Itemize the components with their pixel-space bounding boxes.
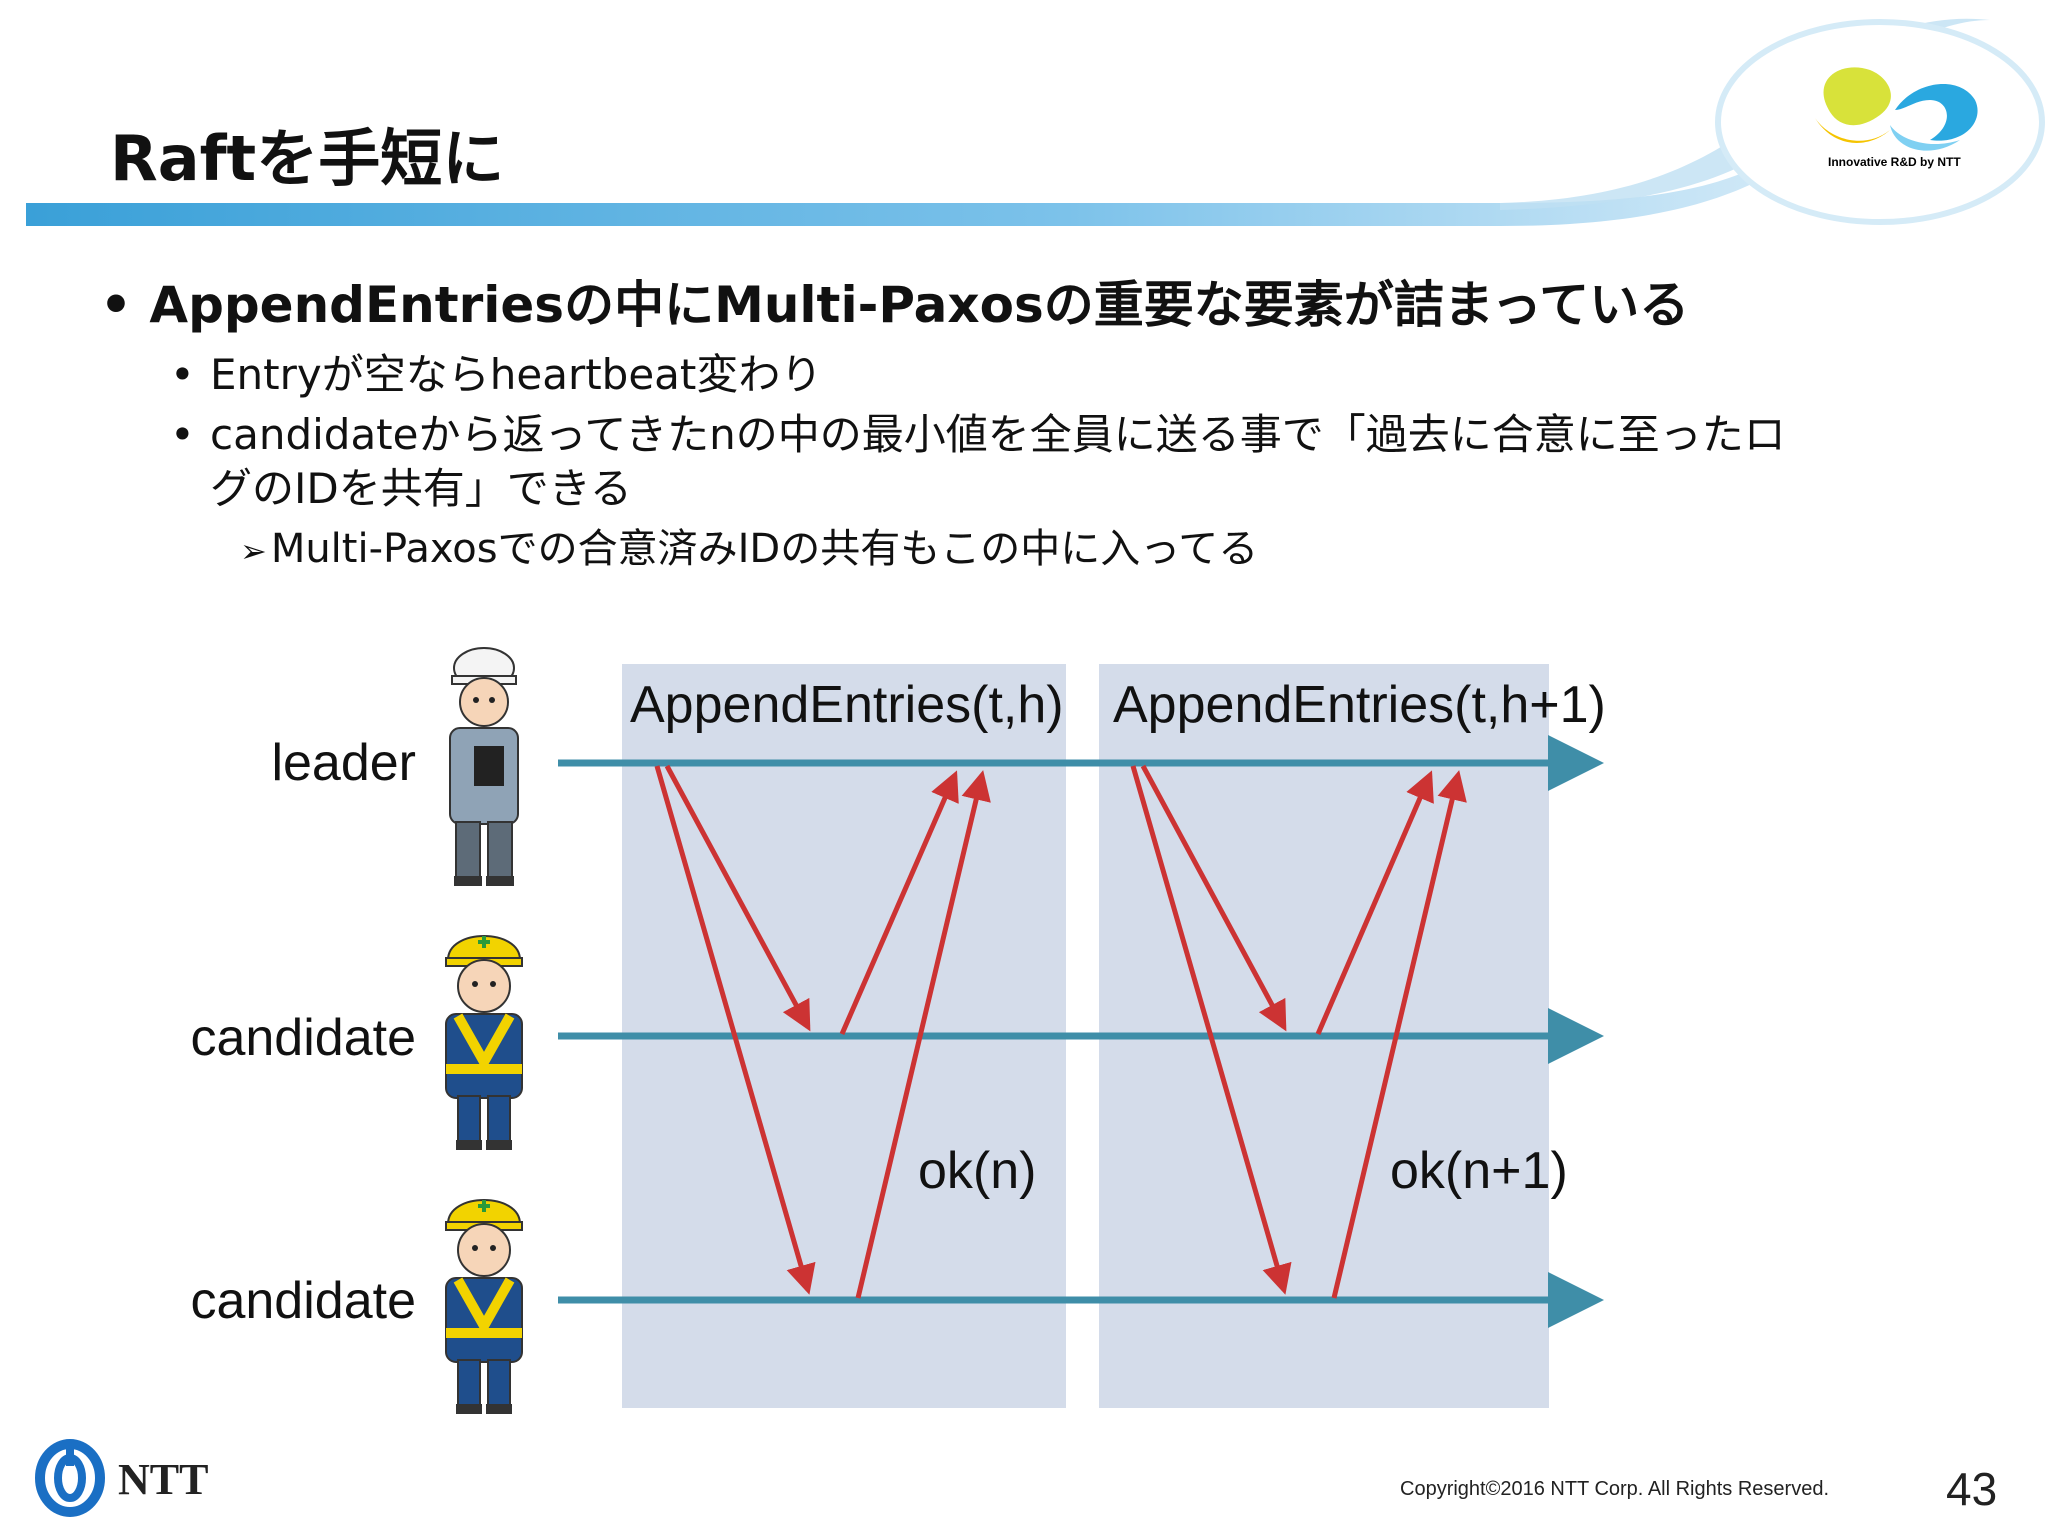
- bullet-main: • AppendEntriesの中にMulti-Paxosの重要な要素が詰まって…: [100, 276, 1690, 334]
- page-number: 43: [1946, 1463, 1998, 1515]
- phase-2-request-to-candidate-1: [1140, 764, 1287, 1032]
- phase-1-request-label: AppendEntries(t,h): [630, 676, 1064, 734]
- leader-worker-icon: [449, 647, 519, 886]
- phase-2-request-label: AppendEntries(t,h+1): [1113, 676, 1606, 734]
- footer-brand-text: NTT: [118, 1455, 208, 1504]
- innovative-logo-icon: [1815, 67, 1978, 151]
- phase-2-response-label: ok(n+1): [1390, 1142, 1568, 1200]
- bullet-sub3-text: Multi-Paxosでの合意済みIDの共有もこの中に入ってる: [270, 526, 1259, 572]
- phase-2-response-from-candidate-2: [1331, 770, 1467, 1299]
- bullet-sub1-text: Entryが空ならheartbeat変わり: [210, 350, 823, 399]
- phase-2-request-to-candidate-2: [1130, 765, 1292, 1295]
- arrow-bullet-icon: ➢: [240, 532, 267, 570]
- phase-2-response-from-candidate-1: [1315, 770, 1434, 1035]
- candidate-worker-icon-2: [445, 1199, 523, 1414]
- header-banner: Innovative R&D by NTT: [26, 18, 2045, 226]
- phase-1-response-from-candidate-2: [855, 770, 991, 1299]
- copyright-text: Copyright©2016 NTT Corp. All Rights Rese…: [1400, 1478, 1829, 1500]
- lane-label-candidate-2: candidate: [190, 1272, 416, 1330]
- bullet-list: • AppendEntriesの中にMulti-Paxosの重要な要素が詰まって…: [100, 272, 1960, 578]
- slide-title: Raftを手短に: [110, 122, 505, 195]
- candidate-worker-icon-1: [445, 935, 523, 1150]
- bullet-sub2: •candidateから返ってきたnの中の最小値を全員に送る事で「過去に合意に至…: [170, 410, 1786, 513]
- ntt-logo-icon: NTT: [35, 1439, 208, 1517]
- lane-label-candidate-1: candidate: [190, 1009, 416, 1067]
- phase-1-response-from-candidate-1: [839, 770, 959, 1035]
- phase-1-response-label: ok(n): [918, 1142, 1036, 1200]
- bullet-sub1: •Entryが空ならheartbeat変わり: [170, 350, 823, 399]
- phase-1-request-to-candidate-2: [654, 765, 816, 1295]
- bullet-sub2-line1: candidateから返ってきたnの中の最小値を全員に送る事で「過去に合意に至っ…: [210, 410, 1786, 459]
- sequence-diagram: AppendEntries(t,h) AppendEntries(t,h+1) …: [190, 647, 1606, 1414]
- bullet-sub2-line2: グのIDを共有」できる: [210, 464, 632, 513]
- bullet-sub3: ➢Multi-Paxosでの合意済みIDの共有もこの中に入ってる: [240, 522, 1960, 578]
- bullet-main-text: AppendEntriesの中にMulti-Paxosの重要な要素が詰まっている: [149, 276, 1690, 334]
- phase-1-request-to-candidate-1: [664, 764, 811, 1032]
- brand-tagline: Innovative R&D by NTT: [1828, 155, 1961, 169]
- lane-label-leader: leader: [271, 734, 416, 792]
